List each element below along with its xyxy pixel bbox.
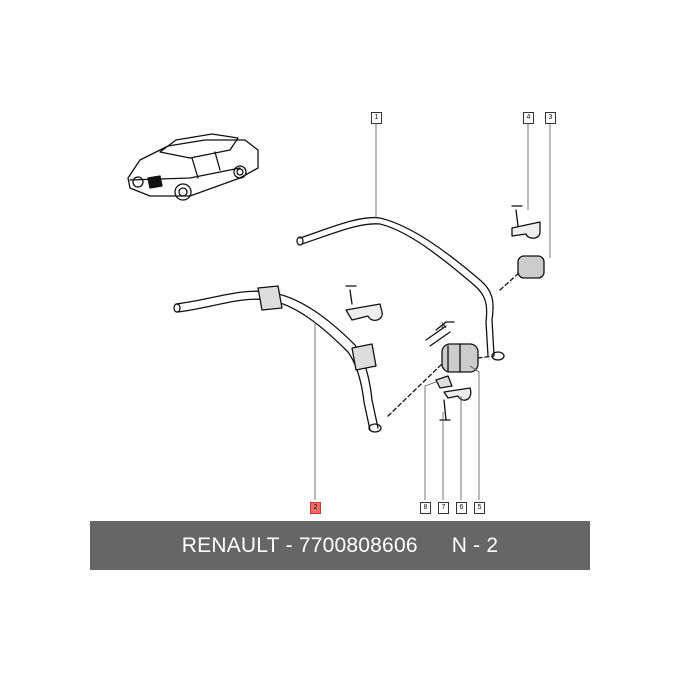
car-illustration [127,133,259,201]
position-code: N - 2 [451,533,499,557]
callout-3[interactable]: 3 [545,112,556,124]
callout-6[interactable]: 6 [456,502,467,514]
callout-8[interactable]: 8 [420,502,431,514]
callout-7[interactable]: 7 [438,502,449,514]
lower-stabilizer-bar [173,285,382,433]
callout-1[interactable]: 1 [371,112,382,124]
part-number: 7700808606 [298,533,418,557]
callout-5[interactable]: 5 [474,502,485,514]
callout-4[interactable]: 4 [523,112,534,124]
part-info-banner: RENAULT - 7700808606 N - 2 [90,521,590,570]
separator: - [279,533,299,557]
dimension-x-label: X [441,321,447,330]
upper-stabilizer-bar [296,216,505,361]
brand-name: RENAULT [181,533,280,557]
callout-2[interactable]: 2 [310,502,321,514]
